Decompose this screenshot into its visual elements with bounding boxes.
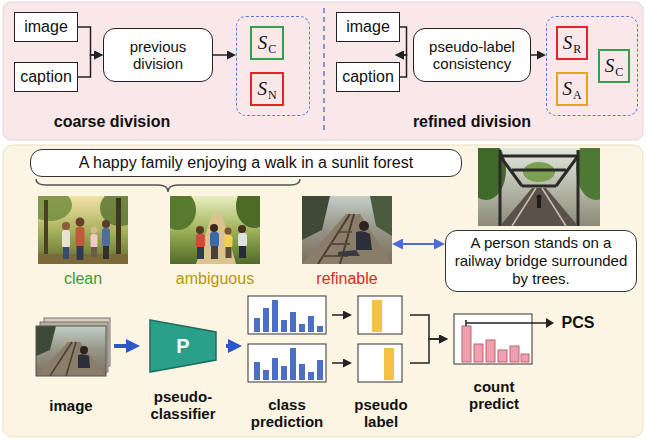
- divider: [323, 8, 325, 132]
- set-subscript: C: [615, 65, 623, 80]
- flow-arrow: [78, 27, 94, 55]
- panel-title: coarse division: [54, 113, 171, 131]
- set-symbol: S: [257, 78, 267, 100]
- chart-panel: pseudo label: [352, 292, 410, 430]
- ambiguous-photo: [170, 196, 260, 264]
- flow-arrow: [226, 346, 228, 347]
- image-panel: clean: [38, 196, 128, 288]
- flow-arrow: [114, 346, 126, 347]
- count-chart: [454, 314, 554, 364]
- arrow-path: [332, 314, 343, 316]
- box-label: previous division: [109, 38, 207, 73]
- bottom-panel: [3, 145, 643, 437]
- class-prediction-charts: [248, 296, 326, 382]
- image-label: refinable: [302, 270, 392, 288]
- image-panel: refinable: [302, 196, 392, 288]
- flow-arrow: [400, 55, 407, 77]
- chart-panel: class prediction: [242, 292, 332, 430]
- flow-arrow: [78, 55, 94, 77]
- image-label: ambiguous: [170, 270, 260, 288]
- arrow-path: [213, 54, 227, 56]
- refinable-photo: [302, 196, 392, 264]
- set-box: SR: [556, 26, 588, 60]
- box-label: caption: [20, 68, 72, 86]
- flow-arrow: [403, 244, 434, 245]
- process-box: pseudo-label consistency: [413, 28, 531, 82]
- image-label: pseudo label: [352, 396, 410, 431]
- clean-photo: [38, 196, 128, 264]
- caption-box: A person stands on a railway bridge surr…: [445, 230, 637, 292]
- box-label: pseudo-label consistency: [419, 38, 525, 73]
- brace: [36, 179, 300, 192]
- box-label: caption: [342, 68, 394, 86]
- arrow-path: [410, 339, 439, 363]
- image-stack: [36, 318, 110, 376]
- arrow-path: [531, 54, 537, 56]
- input-box: caption: [14, 62, 78, 92]
- input-box: image: [14, 12, 78, 42]
- classifier-block: Ppseudo-classifier: [140, 316, 226, 422]
- arrow-path: [400, 27, 407, 55]
- flow-arrow: [213, 55, 227, 56]
- flow-arrow: [400, 27, 407, 55]
- set-group: SCSN: [236, 16, 310, 116]
- image-label: clean: [38, 270, 128, 288]
- image-panel: ambiguous: [170, 196, 260, 288]
- classifier-letter: P: [140, 334, 226, 358]
- image-panel: image: [28, 314, 114, 414]
- railway-photo: [478, 148, 600, 226]
- caption-text: A happy family enjoying a walk in a sunl…: [79, 153, 413, 172]
- flow-arrow: [332, 315, 343, 363]
- set-subscript: C: [268, 42, 276, 57]
- input-box: caption: [336, 62, 400, 92]
- arrow-path: [78, 27, 94, 55]
- set-symbol: S: [563, 32, 573, 54]
- image-label: image: [28, 397, 114, 414]
- metric-label: PCS: [562, 314, 595, 332]
- caption-text: A person stands on a railway bridge surr…: [454, 234, 628, 288]
- set-symbol: S: [562, 78, 572, 100]
- block-label: pseudo-classifier: [140, 388, 226, 423]
- process-box: previous division: [103, 28, 213, 82]
- set-symbol: S: [258, 32, 268, 54]
- set-box: SC: [250, 26, 284, 60]
- input-box: image: [336, 12, 400, 42]
- panel-title: refined division: [413, 113, 531, 131]
- arrow-path: [400, 55, 407, 77]
- set-subscript: R: [573, 42, 581, 57]
- arrow-path: [403, 243, 434, 245]
- image-label: class prediction: [242, 396, 332, 431]
- top-panel: [3, 2, 643, 140]
- arrow-path: [410, 315, 439, 339]
- set-box: SC: [598, 49, 630, 83]
- set-box: SA: [556, 72, 588, 106]
- box-label: image: [346, 18, 390, 36]
- set-symbol: S: [605, 55, 615, 77]
- set-group: SRSASC: [546, 16, 638, 116]
- arrow-path: [78, 55, 94, 77]
- caption-box: A happy family enjoying a walk in a sunl…: [30, 149, 462, 177]
- flow-arrow: [531, 55, 537, 56]
- chart-panel: count predict: [448, 310, 540, 412]
- arrow-path: [332, 362, 343, 364]
- box-label: image: [24, 18, 68, 36]
- set-box: SN: [250, 72, 284, 106]
- set-subscript: N: [268, 88, 277, 103]
- pseudo-label-bars: [358, 296, 402, 382]
- flow-arrow: [410, 315, 439, 363]
- set-subscript: A: [573, 88, 582, 103]
- image-label: count predict: [448, 378, 540, 413]
- arrow-path: [114, 344, 126, 348]
- arrow-path: [226, 344, 228, 348]
